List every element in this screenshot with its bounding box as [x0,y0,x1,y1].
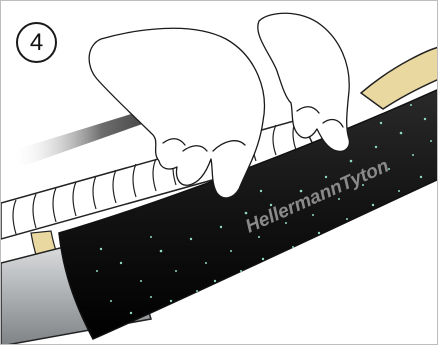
step-number-badge: 4 [16,22,57,63]
step-number: 4 [30,29,43,57]
